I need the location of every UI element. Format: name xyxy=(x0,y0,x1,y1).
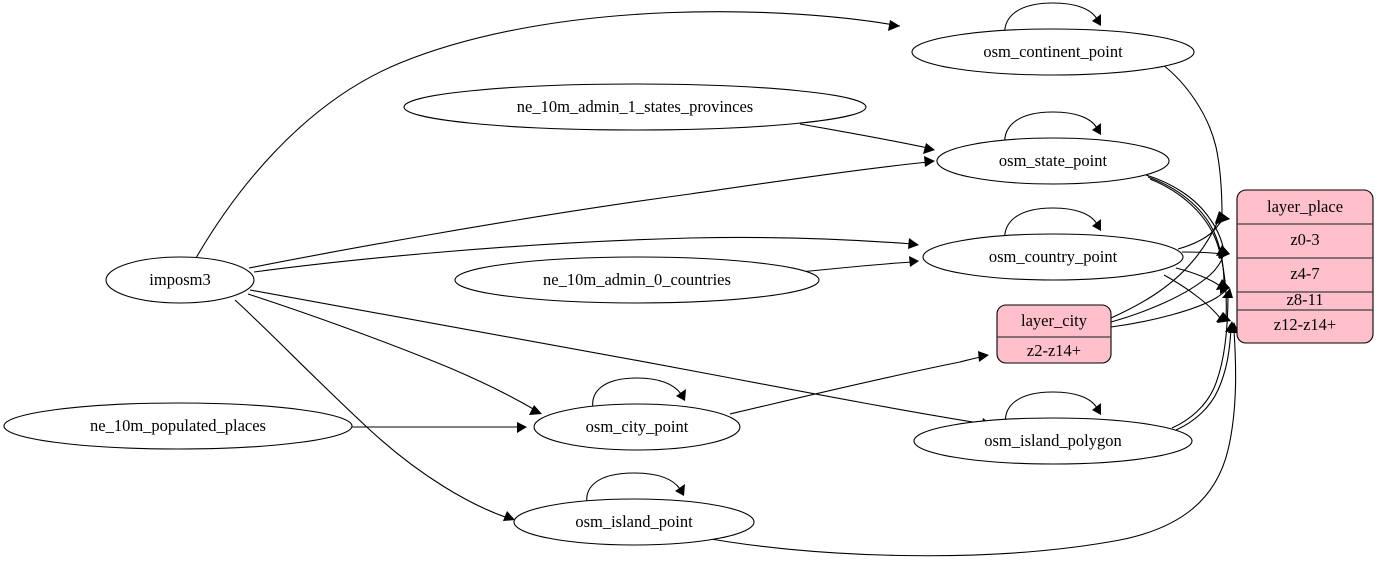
record-node-layer_place[interactable]: layer_place z0-3 z4-7 z8-11 z12-z14+ xyxy=(1236,189,1374,344)
node-label-osm_city_point: osm_city_point xyxy=(586,417,689,436)
record-node-layer_city[interactable]: layer_city z2-z14+ xyxy=(996,304,1112,364)
edge-selfloop-osm_country_point xyxy=(1004,207,1101,244)
node-label-osm_state_point: osm_state_point xyxy=(999,151,1108,170)
record-row-layer_place-z12-z14plus[interactable]: z12-z14+ xyxy=(1274,315,1336,334)
node-label-osm_island_point: osm_island_point xyxy=(575,512,693,531)
node-osm_country_point[interactable]: osm_country_point xyxy=(922,233,1184,281)
edge-ne_populated-to-osm_city_point xyxy=(352,422,527,433)
edge-selfloop-osm_island_point xyxy=(586,472,685,509)
edge-imposm3-to-osm_state_point xyxy=(248,156,935,269)
edge-layer_city-to-layer_place-z4-7 xyxy=(1110,247,1230,323)
node-label-ne_10m_admin_0_countries: ne_10m_admin_0_countries xyxy=(543,270,731,289)
edge-ne_states-to-osm_state_point xyxy=(799,123,935,154)
edge-imposm3-to-osm_continent_point xyxy=(195,11,901,259)
record-row-layer_place-z8-11[interactable]: z8-11 xyxy=(1287,290,1324,309)
node-layer: imposm3 ne_10m_admin_1_states_provinces … xyxy=(3,28,1374,546)
record-row-layer_place-z0-3[interactable]: z0-3 xyxy=(1290,230,1319,249)
record-row-layer_place-z4-7[interactable]: z4-7 xyxy=(1290,264,1319,283)
edge-layer xyxy=(195,2,1239,557)
node-label-ne_10m_admin_1_states_provinces: ne_10m_admin_1_states_provinces xyxy=(517,97,753,116)
edge-osm_island_polygon-to-layer_place-z8-11 xyxy=(1171,288,1233,429)
edge-ne_countries-to-osm_country_point xyxy=(799,256,919,273)
node-ne_10m_admin_1_states_provinces[interactable]: ne_10m_admin_1_states_provinces xyxy=(403,83,867,131)
edge-osm_island_point-to-layer_place-z12-z14+ xyxy=(699,322,1239,557)
record-row-layer_city-z2-z14plus[interactable]: z2-z14+ xyxy=(1027,341,1081,360)
node-osm_island_polygon[interactable]: osm_island_polygon xyxy=(913,417,1193,465)
edge-osm_continent_point-to-layer_place-z0-3 xyxy=(1162,64,1230,223)
node-label-osm_country_point: osm_country_point xyxy=(989,247,1118,266)
edge-layer_city-to-layer_place-z8-11 xyxy=(1110,283,1230,328)
edge-selfloop-osm_continent_point xyxy=(1004,2,1101,39)
node-ne_10m_populated_places[interactable]: ne_10m_populated_places xyxy=(3,402,353,450)
node-osm_state_point[interactable]: osm_state_point xyxy=(936,137,1170,185)
edge-imposm3-to-osm_island_point xyxy=(234,299,515,521)
edge-layer_city-to-layer_place-z0-3 xyxy=(1110,213,1230,319)
edge-selfloop-osm_island_polygon xyxy=(1004,391,1101,428)
edge-imposm3-to-osm_country_point xyxy=(253,236,919,273)
node-label-imposm3: imposm3 xyxy=(149,270,210,289)
edge-selfloop-osm_city_point xyxy=(592,377,686,414)
node-label-osm_island_polygon: osm_island_polygon xyxy=(984,431,1122,450)
node-ne_10m_admin_0_countries[interactable]: ne_10m_admin_0_countries xyxy=(454,256,820,304)
edge-imposm3-to-osm_city_point xyxy=(247,293,542,415)
node-osm_island_point[interactable]: osm_island_point xyxy=(513,498,755,546)
node-osm_continent_point[interactable]: osm_continent_point xyxy=(911,28,1195,76)
record-title-layer_place: layer_place xyxy=(1267,197,1343,216)
record-title-layer_city: layer_city xyxy=(1021,311,1088,330)
edge-osm_city_point-to-layer_city xyxy=(729,351,989,415)
node-imposm3[interactable]: imposm3 xyxy=(105,256,255,304)
edge-osm_state_point-to-layer_place-z8-11 xyxy=(1147,176,1230,290)
node-label-ne_10m_populated_places: ne_10m_populated_places xyxy=(90,416,266,435)
edge-selfloop-osm_state_point xyxy=(1004,111,1101,148)
edge-osm_island_polygon-to-layer_place-z12-z14+ xyxy=(1175,321,1236,431)
node-osm_city_point[interactable]: osm_city_point xyxy=(533,403,741,451)
node-label-osm_continent_point: osm_continent_point xyxy=(983,42,1123,61)
